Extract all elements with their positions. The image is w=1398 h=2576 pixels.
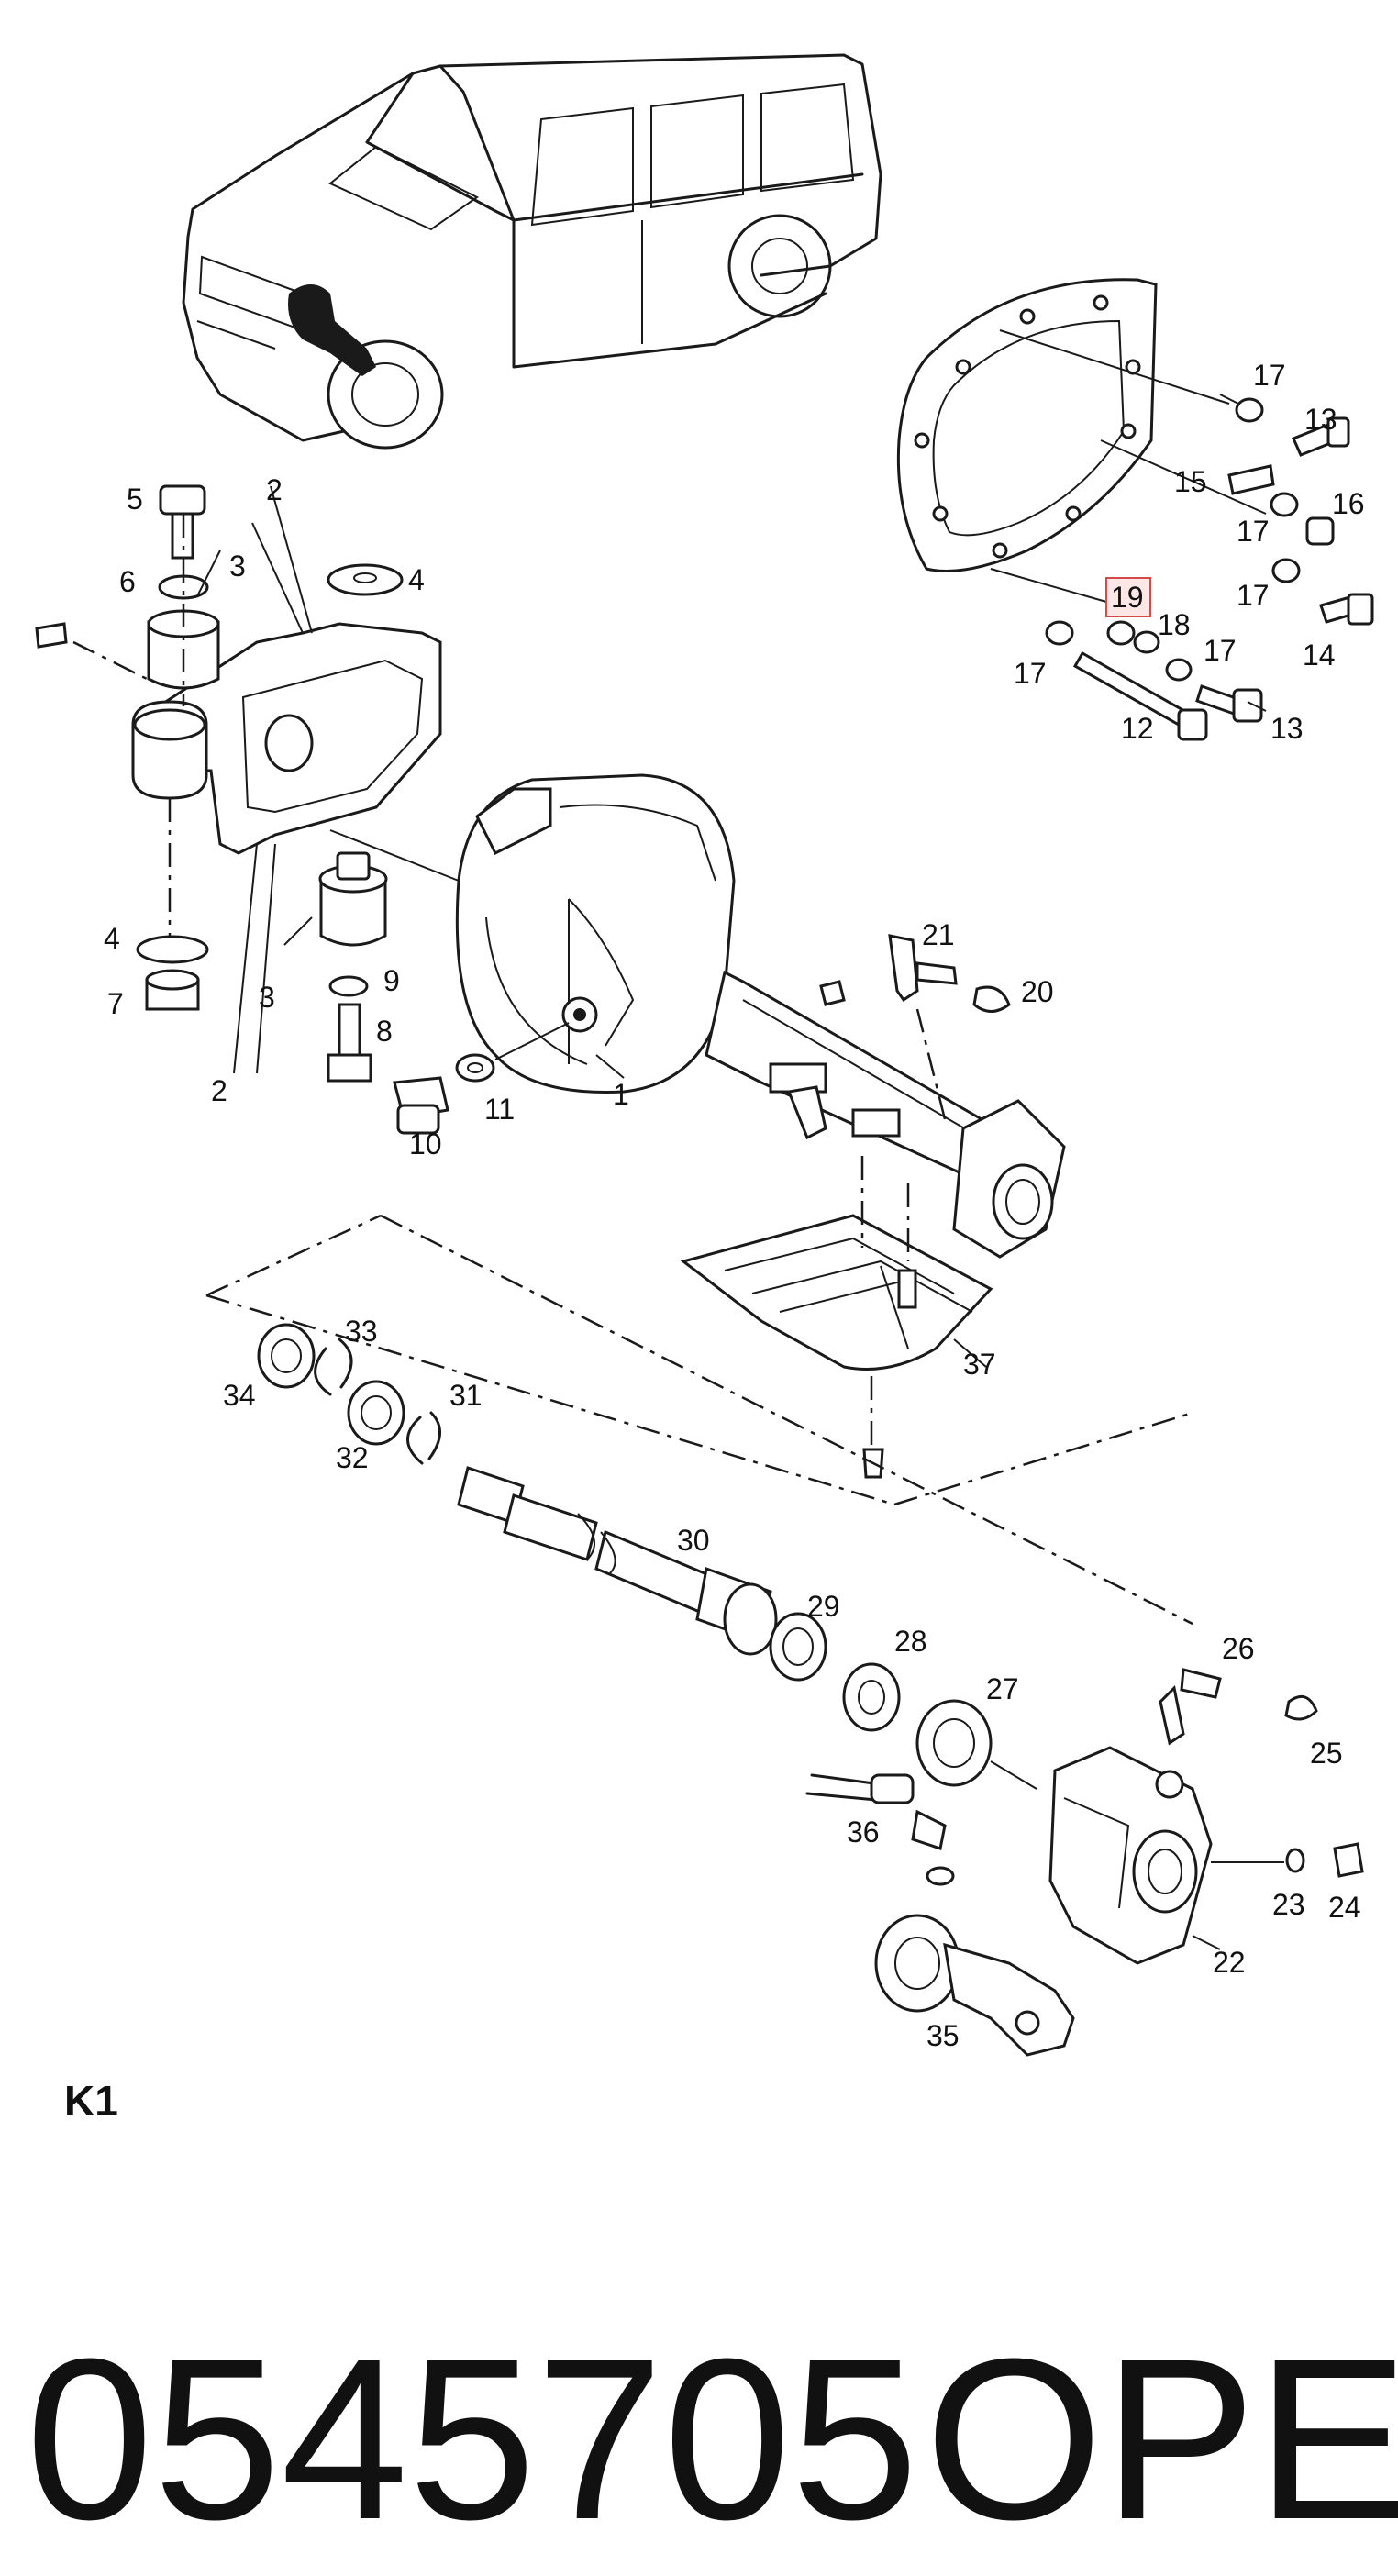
group-boundary bbox=[205, 1214, 1193, 1626]
callout-22: 22 bbox=[1213, 1946, 1246, 1979]
callout-13-lower: 13 bbox=[1270, 712, 1304, 745]
callout-30: 30 bbox=[677, 1524, 710, 1557]
callout-2-lower: 2 bbox=[211, 1074, 227, 1107]
callout-36: 36 bbox=[847, 1815, 880, 1849]
part-number: 0545705 bbox=[26, 2311, 918, 2567]
callout-18: 18 bbox=[1158, 608, 1191, 641]
callout-3-lower: 3 bbox=[259, 981, 275, 1014]
callout-5: 5 bbox=[127, 483, 143, 516]
skid-plate bbox=[680, 1156, 993, 1479]
brand-name: OPEL bbox=[925, 2311, 1398, 2567]
callout-17-c: 17 bbox=[1237, 579, 1270, 612]
callout-28: 28 bbox=[894, 1625, 927, 1658]
leader-lines bbox=[595, 394, 1267, 1950]
callout-6: 6 bbox=[119, 565, 136, 598]
callout-34: 34 bbox=[223, 1379, 256, 1412]
callout-2-upper: 2 bbox=[266, 473, 283, 506]
callout-labels: 1 2 2 3 3 4 4 5 6 7 8 9 10 11 12 13 13 1… bbox=[104, 359, 1365, 2052]
callout-23: 23 bbox=[1272, 1888, 1305, 1921]
callout-4-lower: 4 bbox=[104, 922, 120, 955]
vehicle-outline bbox=[182, 53, 882, 450]
drain-plug-and-washer bbox=[329, 829, 570, 1135]
callout-13-upper: 13 bbox=[1304, 403, 1337, 436]
callout-17-d: 17 bbox=[1204, 634, 1237, 667]
callout-27: 27 bbox=[986, 1672, 1019, 1705]
callout-29: 29 bbox=[807, 1590, 840, 1623]
callout-35: 35 bbox=[926, 2019, 960, 2052]
callout-32: 32 bbox=[336, 1441, 369, 1474]
callout-11: 11 bbox=[484, 1093, 515, 1126]
callout-17-b: 17 bbox=[1237, 515, 1270, 548]
callout-26: 26 bbox=[1222, 1632, 1255, 1665]
differential-carrier-housing bbox=[455, 773, 1066, 1259]
callout-37: 37 bbox=[963, 1348, 996, 1381]
callout-4-upper: 4 bbox=[408, 563, 425, 596]
cover-fasteners bbox=[990, 329, 1374, 741]
callout-9: 9 bbox=[383, 964, 400, 997]
mounting-bracket-assembly bbox=[35, 484, 442, 1083]
callout-17-a: 17 bbox=[1253, 359, 1286, 392]
sheet-code: K1 bbox=[64, 2077, 118, 2125]
callout-19: 19 bbox=[1111, 581, 1144, 614]
callout-16: 16 bbox=[1332, 487, 1365, 520]
callout-1: 1 bbox=[613, 1078, 629, 1111]
callout-25: 25 bbox=[1310, 1737, 1343, 1770]
callout-21: 21 bbox=[922, 918, 955, 951]
callout-15: 15 bbox=[1174, 465, 1207, 498]
highlight-box-19 bbox=[1105, 577, 1151, 617]
breather-and-fittings bbox=[819, 934, 1011, 1120]
callout-17-e: 17 bbox=[1014, 657, 1047, 690]
callout-31: 31 bbox=[449, 1379, 483, 1412]
callout-14: 14 bbox=[1303, 638, 1336, 672]
callout-7: 7 bbox=[107, 987, 124, 1020]
transfer-case-housing bbox=[1048, 1668, 1364, 1965]
callout-12: 12 bbox=[1121, 712, 1154, 745]
callout-10: 10 bbox=[409, 1127, 442, 1160]
gear-group bbox=[695, 1566, 1037, 1790]
callout-33: 33 bbox=[345, 1315, 378, 1348]
callout-24: 24 bbox=[1328, 1891, 1361, 1924]
callout-8: 8 bbox=[376, 1015, 393, 1048]
callout-3-upper: 3 bbox=[229, 550, 246, 583]
differential-cover-plate bbox=[896, 278, 1158, 572]
callout-20: 20 bbox=[1021, 975, 1054, 1008]
axle-shaft-group bbox=[257, 1323, 717, 1617]
sensor-and-actuator bbox=[805, 1773, 1075, 2057]
